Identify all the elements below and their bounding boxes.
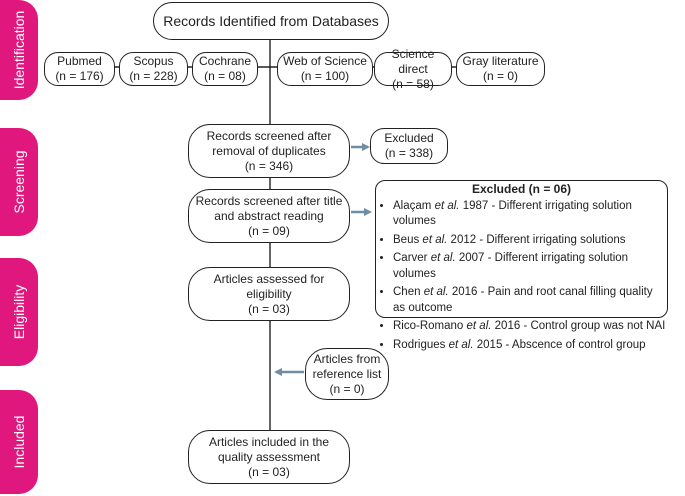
phase-screening: Screening: [0, 128, 38, 236]
phase-eligibility: Eligibility: [0, 258, 38, 366]
source-name: Gray literature: [462, 54, 539, 68]
source-count: (n = 100): [300, 69, 350, 83]
records-screened-title-box: Records screened after title and abstrac…: [188, 189, 350, 243]
source-pubmed: Pubmed (n = 176): [44, 52, 115, 86]
source-name: Scopus: [133, 54, 174, 68]
source-cochrane: Cochrane (n = 08): [192, 52, 258, 86]
phase-identification: Identification: [0, 0, 38, 100]
phase-included: Included: [0, 390, 38, 494]
articles-assessed-box: Articles assessed for eligibility (n = 0…: [188, 267, 350, 321]
reference-list-box: Articles from reference list (n = 0): [305, 348, 389, 400]
source-gray-literature: Gray literature (n = 0): [456, 52, 545, 86]
source-count: (n = 176): [55, 69, 104, 83]
source-count: (n = 58): [392, 76, 434, 91]
excluded-item: Beus et al. 2012 - Different irrigating …: [393, 233, 667, 249]
records-screened-duplicates-box: Records screened after removal of duplic…: [188, 124, 350, 178]
articles-included-box: Articles included in the quality assessm…: [188, 430, 350, 484]
source-name: Science direct: [391, 46, 435, 76]
excluded-item: Rodrigues et al. 2015 - Abscence of cont…: [393, 338, 667, 354]
source-count: (n = 08): [204, 69, 246, 83]
excluded-item: Chen et al. 2016 - Pain and root canal f…: [393, 285, 667, 316]
source-count: (n = 0): [482, 69, 518, 83]
excluded-item: Carver et al. 2007 - Different irrigatin…: [393, 251, 667, 282]
excluded-item: Alaçam et al. 1987 - Different irrigatin…: [393, 199, 667, 230]
excluded-duplicates-box: Excluded (n = 338): [370, 128, 448, 164]
excluded-item: Rico-Romano et al. 2016 - Control group …: [393, 319, 667, 335]
source-web-of-science: Web of Science (n = 100): [277, 52, 373, 86]
source-scopus: Scopus (n = 228): [119, 52, 188, 86]
excluded-studies-box: Excluded (n = 06) Alaçam et al. 1987 - D…: [375, 180, 668, 351]
source-count: (n = 228): [129, 69, 178, 83]
source-name: Cochrane: [198, 54, 252, 68]
source-science-direct: Science direct (n = 58): [374, 47, 452, 91]
excluded-header: Excluded (n = 06): [471, 182, 572, 196]
source-name: Web of Science: [283, 54, 367, 68]
records-identified-box: Records Identified from Databases: [153, 2, 389, 40]
source-name: Pubmed: [57, 54, 102, 68]
